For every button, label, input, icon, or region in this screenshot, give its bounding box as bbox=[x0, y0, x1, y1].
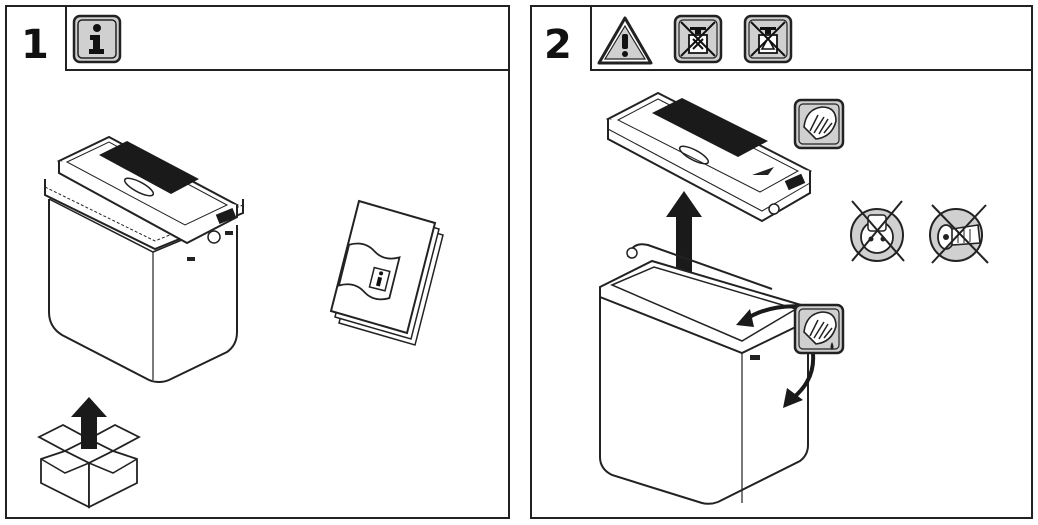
info-icon bbox=[72, 14, 122, 64]
manual-booklet bbox=[329, 199, 444, 346]
warning-icon bbox=[597, 16, 653, 65]
no-cigarette-socket-icon bbox=[929, 204, 989, 264]
step-1-number: 1 bbox=[21, 22, 49, 68]
step-1-header bbox=[65, 7, 510, 71]
unpack-box-arrow bbox=[37, 397, 141, 509]
step-1-panel: 1 bbox=[5, 5, 510, 519]
step-2-number: 2 bbox=[544, 22, 572, 68]
no-solvent-spray-icon bbox=[673, 14, 723, 64]
step-2-header bbox=[590, 7, 1033, 71]
cooler-lid bbox=[605, 91, 813, 223]
wipe-down-arrow bbox=[783, 353, 816, 408]
cooler-box bbox=[44, 135, 244, 383]
manual-info-icon bbox=[337, 242, 401, 301]
no-abrasive-cleaner-icon bbox=[743, 14, 793, 64]
step-2-panel: 2 bbox=[530, 5, 1033, 519]
lid-lift-arrow bbox=[666, 191, 702, 275]
no-plug-socket-icon bbox=[850, 200, 905, 262]
wipe-lid-icon bbox=[793, 98, 845, 150]
wipe-box-icon bbox=[793, 303, 845, 355]
